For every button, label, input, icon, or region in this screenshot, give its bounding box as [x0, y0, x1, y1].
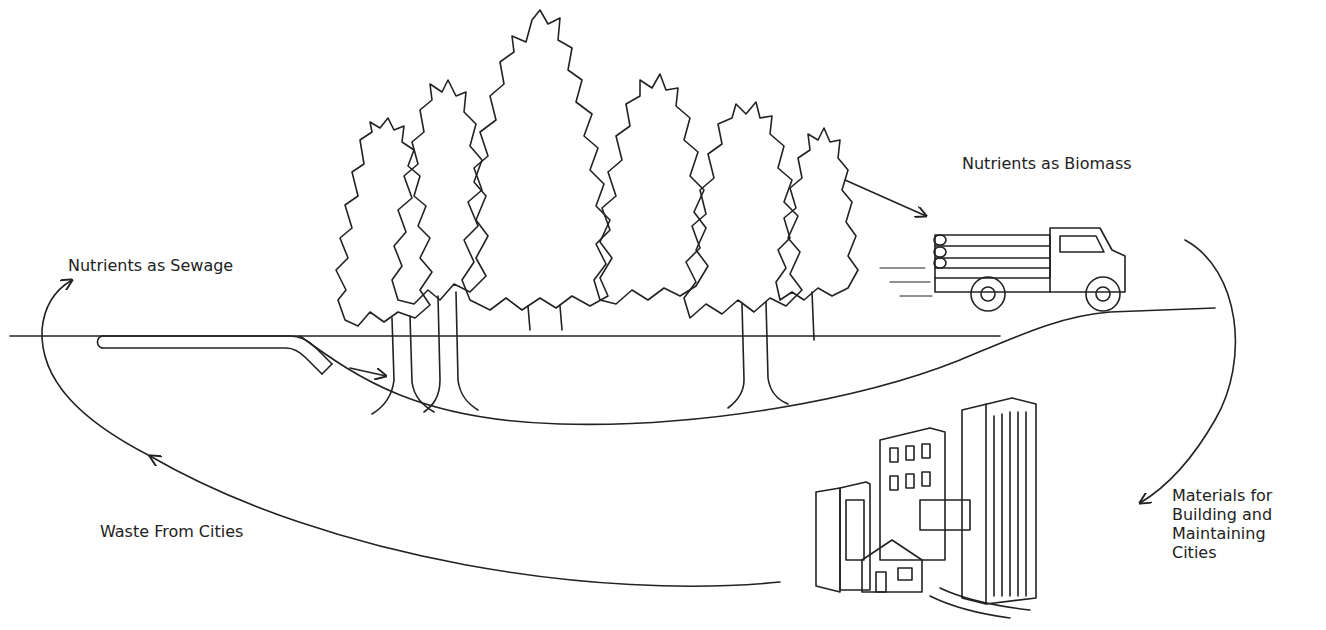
basin-outline [300, 308, 1215, 424]
cypress-tree [392, 80, 488, 412]
cypress-tree [776, 128, 858, 340]
flow-label: Nutrients as Sewage [68, 256, 308, 275]
cypress-tree [594, 74, 708, 304]
flow-arrow [150, 456, 780, 586]
cypress-tree [684, 102, 802, 408]
flow-arrow [1140, 240, 1235, 503]
flow-arrow [845, 180, 926, 216]
flow-label: Waste From Cities [100, 522, 320, 541]
flow-label: Materials for Building and Maintaining C… [1172, 486, 1300, 562]
city-buildings [816, 398, 1036, 618]
log-truck [880, 228, 1125, 311]
flow-arrow [42, 280, 150, 456]
cypress-tree [462, 10, 612, 330]
flow-label: Nutrients as Biomass [962, 154, 1202, 173]
sewage-pipe [98, 336, 387, 376]
cypress-tree [336, 118, 434, 414]
